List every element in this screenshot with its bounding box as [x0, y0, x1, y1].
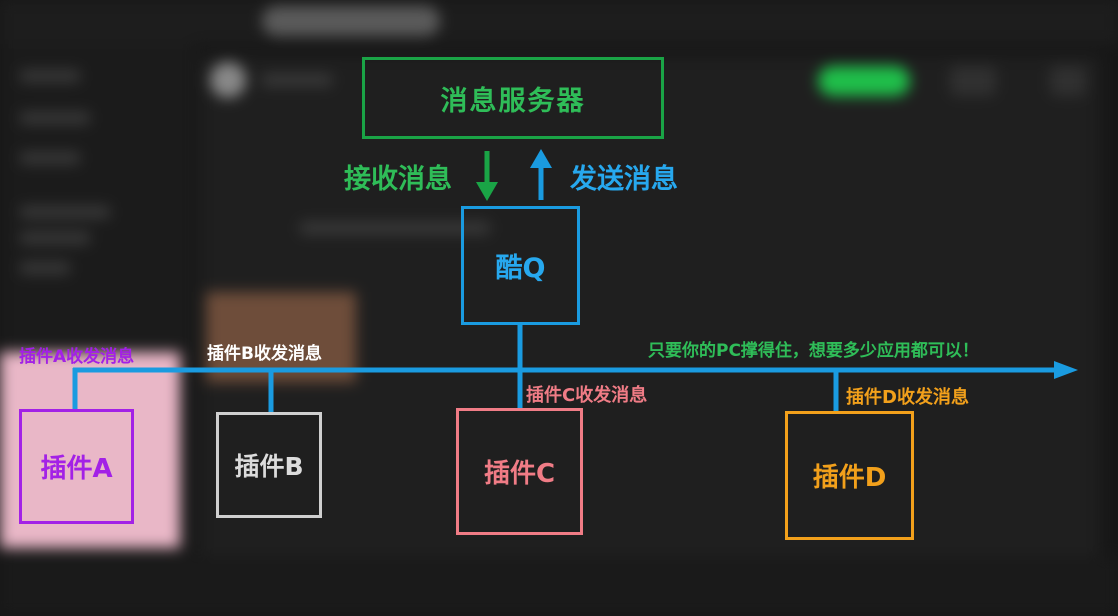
bg-sidebar-line	[20, 112, 90, 124]
plugin-a-label: 插件A	[40, 454, 113, 484]
bg-button	[950, 66, 996, 96]
bg-sidebar-line	[20, 206, 110, 218]
plugin-a-box: 插件A	[19, 409, 134, 524]
send-message-label: 发送消息	[570, 164, 678, 195]
plugin-a-io-label: 插件A收发消息	[19, 347, 135, 367]
plugin-d-label: 插件D	[812, 463, 887, 493]
plugin-c-io-label: 插件C收发消息	[526, 385, 648, 406]
bg-search-pill	[262, 6, 440, 36]
plugin-c-box: 插件C	[456, 408, 583, 535]
plugin-d-box: 插件D	[785, 411, 914, 540]
scalability-note: 只要你的PC撑得住，想要多少应用都可以！	[648, 341, 979, 361]
bg-thumbnail	[206, 292, 356, 382]
bg-sidebar-line	[20, 70, 80, 82]
plugin-d-io-label: 插件D收发消息	[846, 387, 969, 408]
message-bus-arrowhead	[1054, 361, 1078, 379]
send-arrow-head	[530, 149, 552, 168]
plugin-b-box: 插件B	[216, 412, 322, 518]
receive-arrow-head	[476, 182, 498, 201]
bg-bottom-bar	[0, 556, 1118, 616]
bg-top-bar	[0, 0, 1118, 44]
bg-sidebar-line	[20, 152, 80, 164]
bg-button	[1050, 66, 1086, 96]
bg-sidebar-line	[20, 232, 90, 244]
kuq-box: 酷Q	[461, 206, 580, 325]
bg-image	[0, 352, 180, 548]
bg-text-line	[300, 222, 490, 234]
plugin-b-io-label: 插件B收发消息	[207, 344, 322, 364]
bg-green-button	[818, 66, 910, 96]
receive-message-label: 接收消息	[344, 164, 452, 195]
bg-sidebar-line	[20, 262, 70, 274]
bg-avatar	[210, 62, 246, 98]
plugin-c-label: 插件C	[483, 459, 556, 489]
plugin-b-label: 插件B	[234, 452, 304, 481]
bg-title-line	[262, 74, 332, 86]
message-server-box: 消息服务器	[362, 57, 664, 139]
kuq-label: 酷Q	[495, 253, 546, 284]
message-server-label: 消息服务器	[440, 85, 586, 117]
